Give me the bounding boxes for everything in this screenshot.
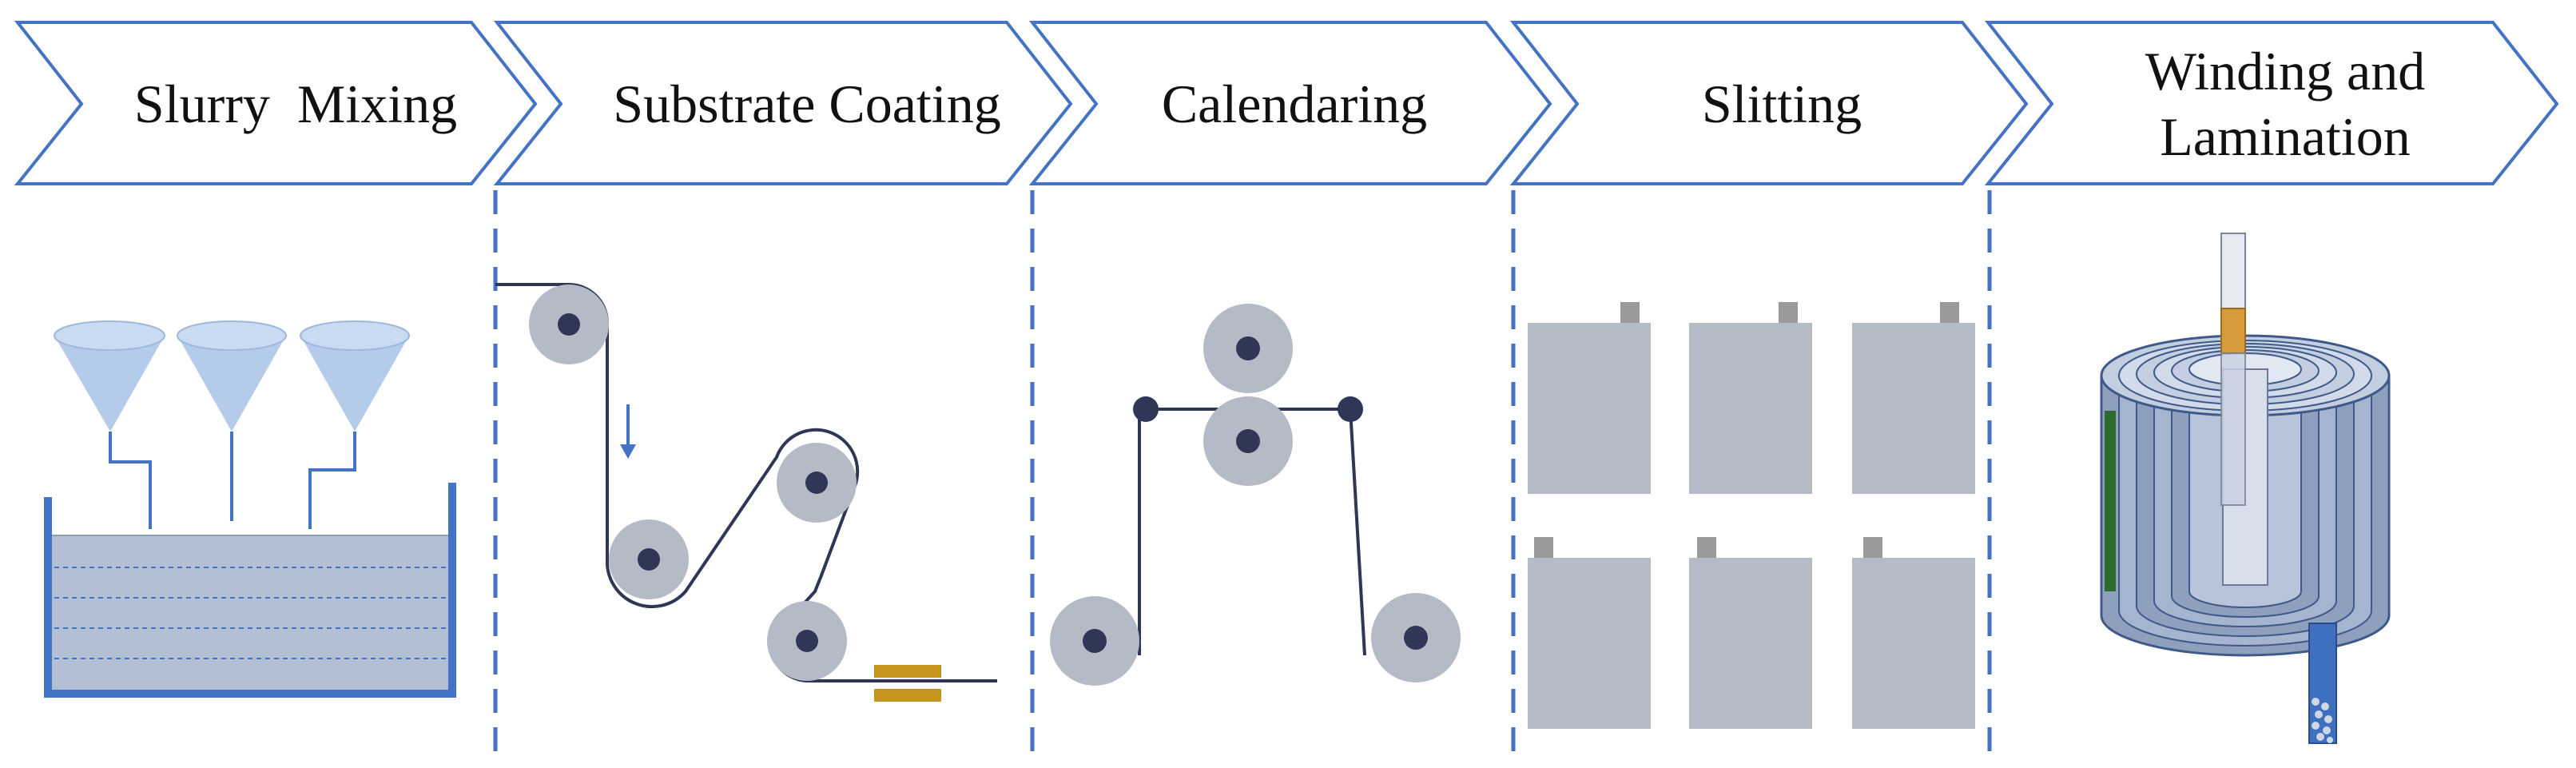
stage-label-text: Slitting bbox=[1701, 74, 1862, 134]
electrode-sheet-5 bbox=[1689, 537, 1812, 729]
chevron-winding-lamination bbox=[1984, 21, 2559, 185]
guide-roller-left bbox=[1133, 396, 1159, 422]
coating-roller-4 bbox=[767, 601, 847, 681]
slurry-liquid bbox=[50, 535, 450, 696]
slurry-level-lines bbox=[54, 567, 446, 659]
coater-pad-bottom bbox=[874, 689, 941, 702]
coater-pad-top bbox=[874, 665, 941, 678]
calendar-roll-top bbox=[1203, 304, 1293, 393]
calendaring-illustration bbox=[1050, 304, 1461, 686]
coating-roller-2 bbox=[609, 519, 689, 599]
stage-label-text: Substrate Coating bbox=[613, 74, 1001, 134]
electrode-sheet-1 bbox=[1528, 302, 1651, 494]
jelly-roll-illustration bbox=[2100, 233, 2391, 744]
coating-roller-1 bbox=[529, 285, 609, 364]
stage-label-winding-lamination: Winding and Lamination bbox=[2061, 35, 2509, 173]
stage-label-line-2: Lamination bbox=[2160, 106, 2411, 167]
stage-label-text: Slurry Mixing bbox=[133, 74, 458, 134]
stage-label-slitting: Slitting bbox=[1590, 71, 1974, 137]
slitting-illustration bbox=[1528, 302, 1975, 729]
electrode-sheet-4 bbox=[1528, 537, 1651, 729]
unwind-roller bbox=[1050, 596, 1139, 686]
calendar-roll-bottom bbox=[1203, 396, 1293, 486]
chevron-header bbox=[14, 21, 2559, 185]
electrode-sheet-3 bbox=[1852, 302, 1975, 494]
top-tab bbox=[2220, 233, 2246, 314]
stage-label-substrate-coating: Substrate Coating bbox=[559, 71, 1055, 137]
coating-roller-3 bbox=[777, 443, 857, 523]
feed-pipe-1 bbox=[109, 432, 152, 529]
stage-label-line-1: Winding and bbox=[2145, 41, 2426, 101]
chevron-slurry-mixing bbox=[14, 21, 538, 185]
chevron-calendaring bbox=[1028, 21, 1552, 185]
chevron-substrate-coating bbox=[493, 21, 1073, 185]
feed-pipe-3 bbox=[308, 432, 356, 529]
bottom-tab-particles bbox=[2312, 698, 2333, 743]
tank-walls bbox=[44, 483, 456, 698]
separator-strip bbox=[2105, 411, 2116, 591]
funnel-2 bbox=[177, 320, 287, 432]
guide-roller-right bbox=[1338, 396, 1363, 422]
electrode-sheet-6 bbox=[1852, 537, 1975, 729]
rewind-roller bbox=[1371, 593, 1461, 682]
funnel-3 bbox=[300, 320, 410, 432]
stage-label-calendaring: Calendaring bbox=[1103, 71, 1486, 137]
substrate-coating-illustration bbox=[495, 283, 997, 702]
stage-label-text: Calendaring bbox=[1161, 74, 1428, 134]
stage-label-slurry-mixing: Slurry Mixing bbox=[88, 71, 503, 137]
slurry-mixing-illustration bbox=[44, 320, 456, 698]
electrode-sheet-2 bbox=[1689, 302, 1812, 494]
chevron-slitting bbox=[1509, 21, 2029, 185]
top-tab-copper bbox=[2220, 308, 2246, 354]
funnel-1 bbox=[54, 320, 165, 432]
